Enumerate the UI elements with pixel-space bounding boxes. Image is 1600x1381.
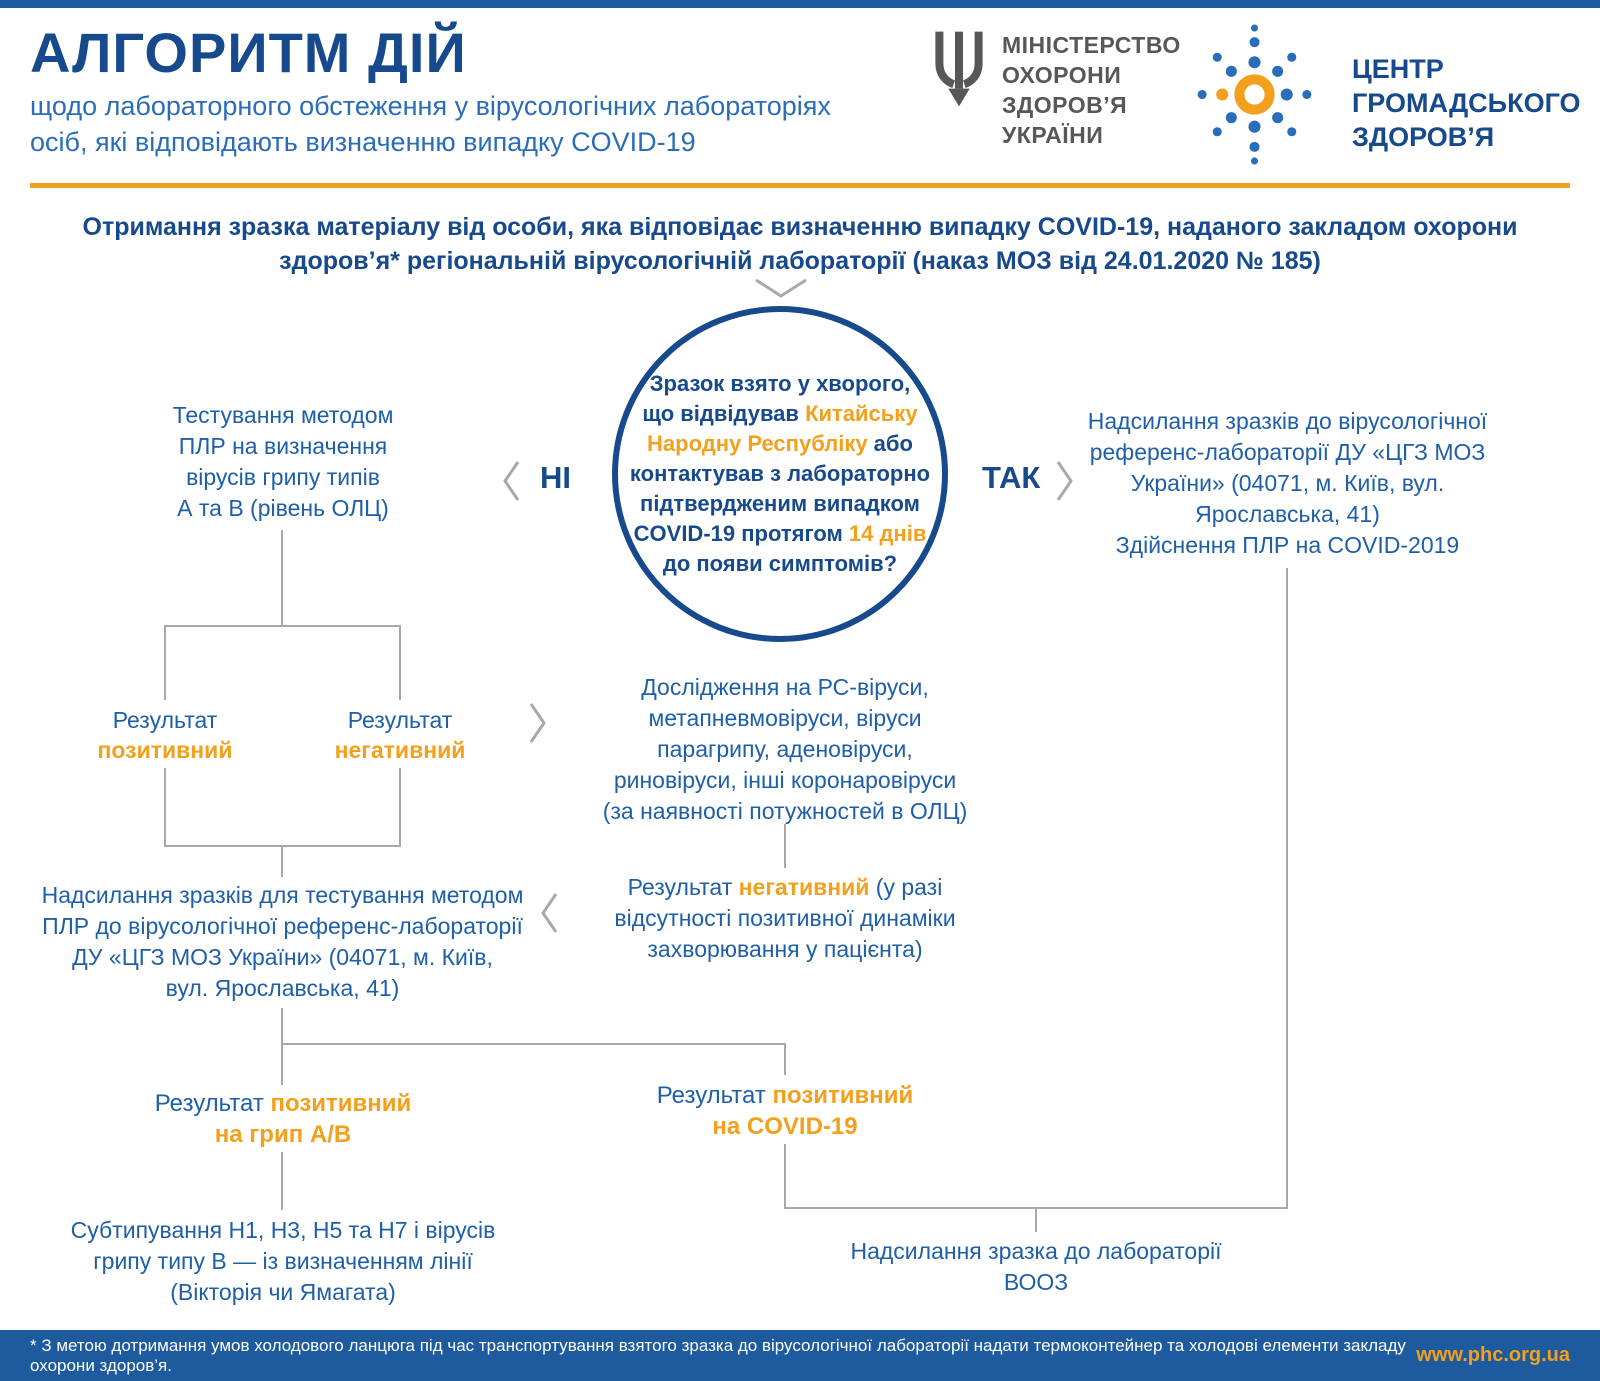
seg-blue: (у разі відсутності позитивної динаміки … <box>614 874 956 962</box>
node-send-reference-lab-yes: Надсилання зразків до вірусологічної реф… <box>1087 408 1488 558</box>
connector-line <box>281 530 283 625</box>
seg-blue: Результат <box>627 874 739 900</box>
trident-icon <box>930 28 988 115</box>
decision-question: Зразок взято у хворого, що відвідував Ки… <box>629 369 931 579</box>
footer-note: * З метою дотримання умов холодового лан… <box>30 1335 1406 1375</box>
chevron-down-icon <box>752 276 810 305</box>
decision-seg5: до появи симптомів? <box>662 551 898 576</box>
seg-orange: позитивний <box>270 1090 412 1117</box>
seg-orange: позитивний <box>772 1082 914 1109</box>
page-subtitle: щодо лабораторного обстеження у вірусоло… <box>30 91 831 157</box>
connector-line <box>399 625 401 700</box>
chevron-left-icon <box>500 458 522 509</box>
connector-line <box>784 1043 786 1075</box>
no-label: НІ <box>540 460 571 495</box>
result-flu-label: Результат позитивний на грип А/В <box>143 1088 423 1150</box>
intake-statement: Отримання зразка матеріалу від особи, як… <box>82 213 1518 275</box>
node-result-negative-dynamics: Результат негативний (у разі відсутності… <box>570 872 1000 965</box>
connector-line <box>399 768 401 845</box>
result-flu-line1: Результат позитивний <box>143 1088 423 1119</box>
result-negative-label: Результат негативний <box>320 705 480 765</box>
connector-line <box>784 824 786 868</box>
decision-seg2: Китайську Народну Республіку <box>647 401 918 456</box>
yes-label: ТАК <box>982 460 1041 495</box>
connector-line <box>164 625 401 627</box>
connector-line <box>164 768 166 845</box>
result-covid-line2: на COVID-19 <box>712 1113 858 1140</box>
decision-seg3: або контактував з лабораторно підтвердже… <box>629 431 931 546</box>
phc-name: ЦЕНТР ГРОМАДСЬКОГО ЗДОРОВ’Я <box>1352 54 1581 152</box>
decision-circle: Зразок взято у хворого, що відвідував Ки… <box>612 306 948 642</box>
orange-divider <box>30 183 1570 188</box>
page-title: АЛГОРИТМ ДІЙ <box>30 21 467 84</box>
chevron-left-icon <box>538 890 560 941</box>
result-covid-line1: Результат позитивний <box>645 1080 925 1111</box>
node-subtyping: Субтипування H1, H3, H5 та H7 і вірусів … <box>70 1217 496 1305</box>
seg-blue: Результат <box>656 1082 773 1109</box>
result-word: Результат <box>347 707 453 733</box>
seg-orange: негативний <box>738 874 870 900</box>
decision-seg4: 14 днів <box>848 521 927 546</box>
connector-line <box>164 625 166 700</box>
top-bar <box>0 0 1600 8</box>
result-covid-label: Результат позитивний на COVID-19 <box>645 1080 925 1142</box>
connector-line <box>1286 568 1288 1207</box>
connector-line <box>281 845 283 877</box>
footer-bar: * З метою дотримання умов холодового лан… <box>0 1330 1600 1381</box>
result-value-positive: позитивний <box>97 737 233 763</box>
node-pcr-flu: Тестування методом ПЛР на визначення вір… <box>172 402 394 521</box>
chevron-right-icon <box>1054 458 1076 509</box>
decision-seg1: Зразок взято у хворого, що відвідував <box>642 371 911 426</box>
node-send-reference-lab-no: Надсилання зразків для тестування методо… <box>41 882 524 1001</box>
footer-link[interactable]: www.phc.org.ua <box>1416 1344 1570 1366</box>
result-word: Результат <box>112 707 218 733</box>
connector-line <box>281 1008 283 1085</box>
seg-blue: Результат <box>154 1090 271 1117</box>
connector-line <box>281 1152 283 1210</box>
connector-line <box>1035 1207 1037 1232</box>
connector-line <box>784 1144 786 1207</box>
result-flu-line2: на грип А/В <box>214 1121 352 1148</box>
result-value-negative: негативний <box>334 737 466 763</box>
result-positive-label: Результат позитивний <box>85 705 245 765</box>
connector-line <box>281 1043 786 1045</box>
node-other-viruses: Дослідження на РС-віруси, метапневмовіру… <box>602 674 968 824</box>
chevron-right-icon <box>527 700 549 751</box>
phc-logo-icon <box>1182 22 1327 172</box>
ministry-name: МІНІСТЕРСТВО ОХОРОНИ ЗДОРОВ’Я УКРАЇНИ <box>1002 32 1181 148</box>
node-send-who: Надсилання зразка до лабораторії ВООЗ <box>850 1238 1222 1295</box>
